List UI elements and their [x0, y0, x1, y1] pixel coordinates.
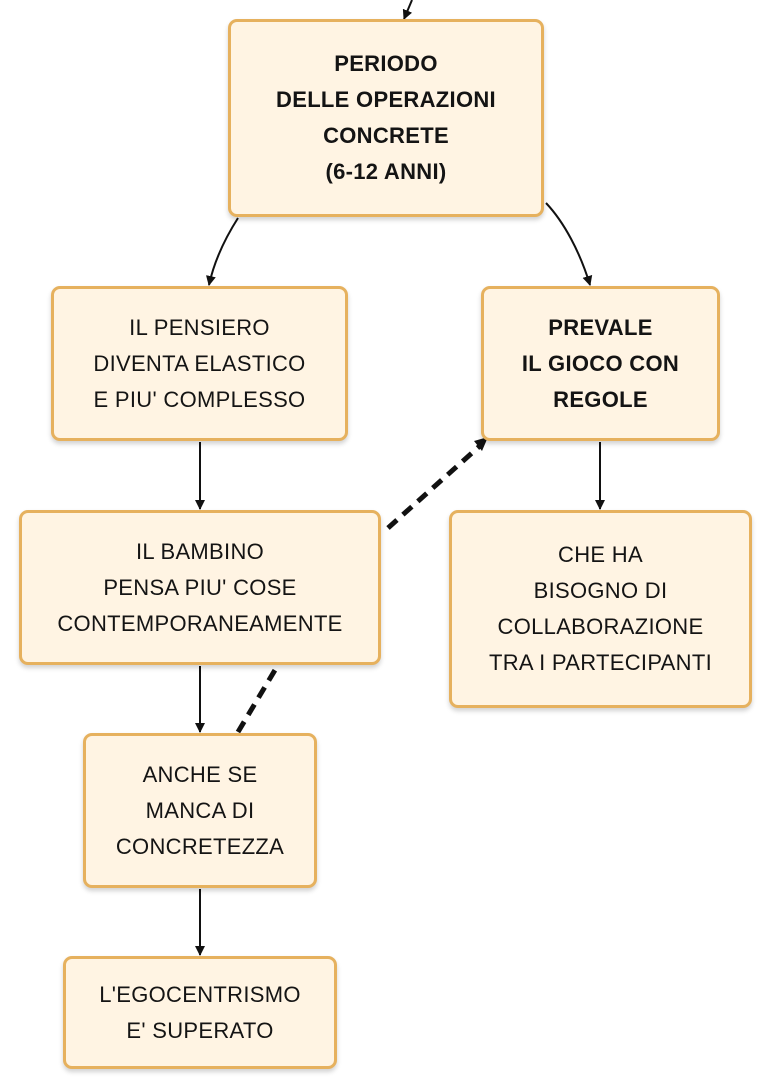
- node-text-line: ANCHE SE: [142, 761, 258, 787]
- node-manca-concretezza: ANCHE SE MANCA DI CONCRETEZZA: [83, 733, 317, 888]
- node-text-line: CHE HA: [558, 542, 643, 567]
- node-text-line: E PIU' COMPLESSO: [93, 386, 306, 412]
- node-text-line: COLLABORAZIONE: [497, 614, 704, 639]
- node-text-line: REGOLE: [553, 386, 648, 412]
- node-bambino-pensa: IL BAMBINO PENSA PIU' COSE CONTEMPORANEAME…: [19, 510, 381, 665]
- node-text-line: PREVALE: [548, 314, 653, 340]
- node-periodo-operazioni-concrete: PERIODO DELLE OPERAZIONI CONCRETE (6-12 ANN…: [228, 19, 544, 217]
- edge-dashed-arrowhead: [474, 437, 488, 451]
- node-bisogno-collaborazione: CHE HA BISOGNO DI COLLABORAZIONE TRA I PART…: [449, 510, 752, 708]
- node-egocentrismo-superato: L'EGOCENTRISMO E' SUPERATO: [63, 956, 337, 1069]
- node-text-line: E' SUPERATO: [126, 1017, 274, 1043]
- node-text-line: BISOGNO DI: [533, 578, 668, 603]
- node-text-line: IL PENSIERO: [129, 314, 270, 340]
- node-text-line: L'EGOCENTRISMO: [99, 981, 301, 1007]
- node-text-line: TRA I PARTECIPANTI: [489, 650, 712, 675]
- edge-anche-se-to-prevale-dashed-lower: [235, 663, 281, 734]
- node-text-line: PERIODO: [334, 51, 438, 76]
- edge-anche-se-to-prevale-dashed-upper: [386, 442, 484, 530]
- node-prevale-gioco-regole: PREVALE IL GIOCO CON REGOLE: [481, 286, 720, 441]
- node-text-line: DELLE OPERAZIONI: [276, 87, 496, 112]
- edge-root-to-pensiero: [206, 217, 239, 286]
- node-text-line: IL GIOCO CON: [521, 350, 680, 376]
- node-text-line: CONCRETE: [323, 123, 449, 148]
- edge-incoming-to-root: [402, 0, 413, 20]
- node-text-line: CONCRETEZZA: [115, 833, 285, 859]
- node-text-line: (6-12 ANNI): [325, 159, 447, 184]
- node-text-line: DIVENTA ELASTICO: [93, 350, 306, 376]
- edge-root-to-prevale: [545, 202, 593, 286]
- node-text-line: PENSA PIU' COSE: [103, 574, 297, 600]
- node-text-line: MANCA DI: [145, 797, 255, 823]
- node-pensiero-elastico: IL PENSIERO DIVENTA ELASTICO E PIU' COMPLE…: [51, 286, 348, 441]
- node-text-line: IL BAMBINO: [135, 538, 265, 564]
- node-text-line: CONTEMPORANEAMENTE: [57, 610, 343, 636]
